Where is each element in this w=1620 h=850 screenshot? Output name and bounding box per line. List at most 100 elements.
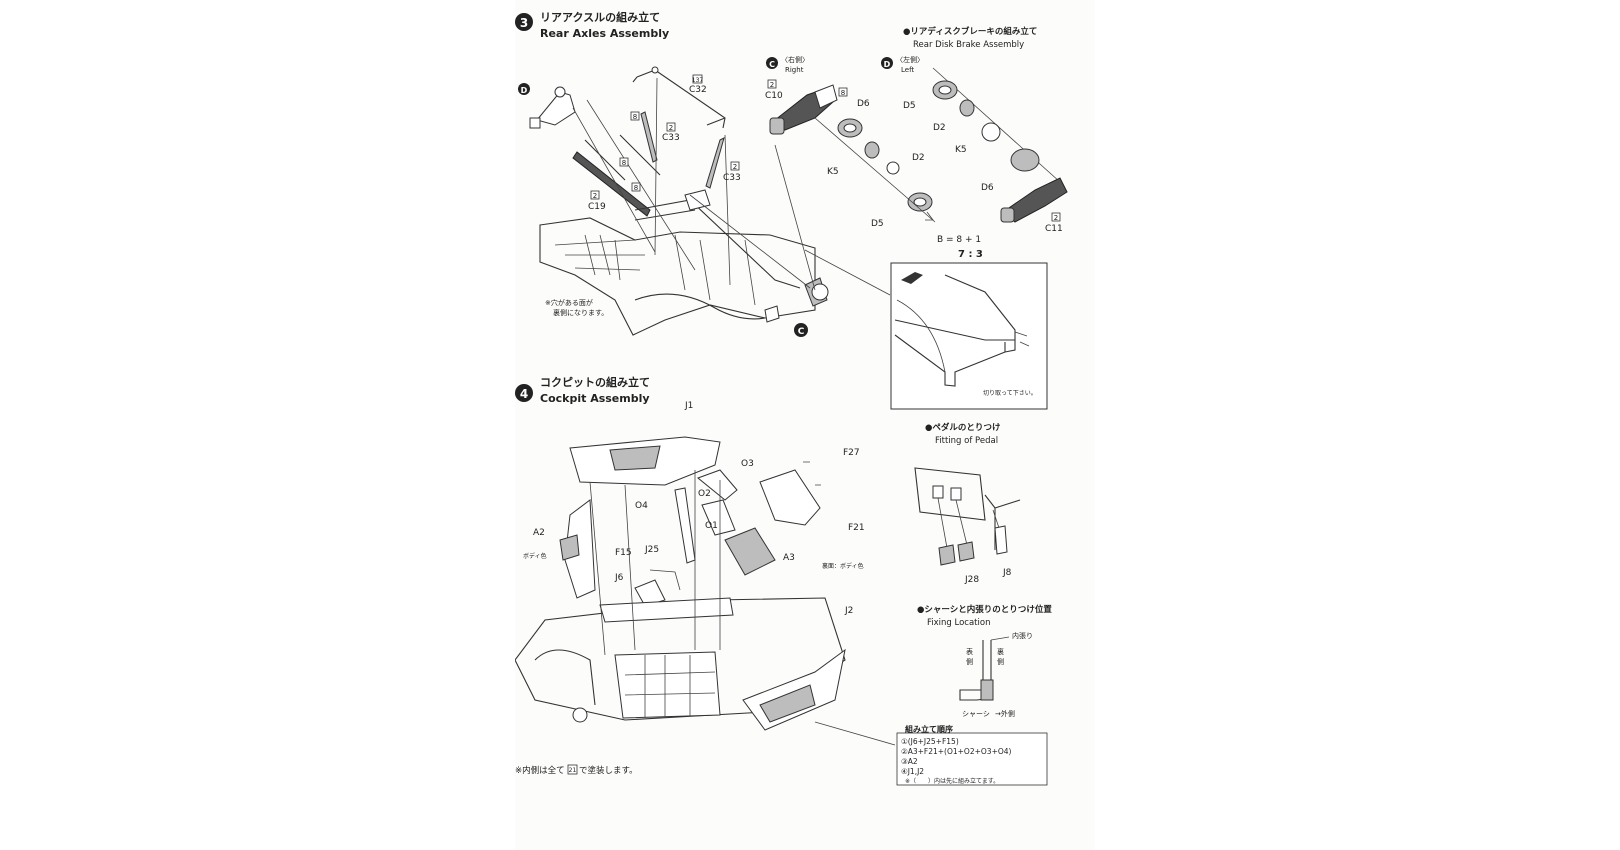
o1-label: O1 bbox=[705, 521, 718, 531]
step3-header: 3 リアアクスルの組み立て Rear Axles Assembly bbox=[515, 10, 669, 40]
cut-note: 切り取って下さい。 bbox=[983, 390, 1037, 397]
rd-c-marker: C bbox=[769, 60, 775, 69]
outside-label: →外側 bbox=[995, 709, 1015, 718]
k5-right-label: K5 bbox=[827, 167, 839, 177]
c33-a-label: C33 bbox=[662, 133, 680, 143]
d2-right-label: D2 bbox=[912, 153, 925, 163]
j8-label: J8 bbox=[1002, 568, 1012, 578]
step3-title-en: Rear Axles Assembly bbox=[540, 27, 669, 40]
rear-axle-drawing bbox=[529, 66, 891, 336]
c10-qty: 2 bbox=[770, 81, 774, 89]
rear-disk-title-jp: ●リアディスクブレーキの組み立て bbox=[903, 26, 1037, 37]
c33-a-qty: 2 bbox=[669, 124, 673, 132]
rear-disk-labels: C 〈右側〉 Right D 〈左側〉 Left 2 C10 8 D6 D2 K… bbox=[765, 55, 1063, 260]
left-side-en: Left bbox=[901, 66, 914, 74]
step4-number-badge bbox=[515, 384, 533, 402]
order-item-4: ④J1,J2 bbox=[901, 767, 924, 776]
c-marker: C bbox=[798, 327, 805, 337]
cockpit-drawing bbox=[515, 436, 896, 746]
interior-note-end: で塗装します。 bbox=[579, 765, 638, 776]
order-footnote: ※（ ）内は先に組み立てます。 bbox=[905, 777, 999, 785]
a2-label: A2 bbox=[533, 528, 545, 538]
instruction-diagram: 3 リアアクスルの組み立て Rear Axles Assembly bbox=[515, 10, 1068, 786]
pedal-section: ●ペダルのとりつけ Fitting of Pedal J28 J8 bbox=[914, 422, 1021, 585]
step4-labels: J1 F27 O3 O2 O4 O1 F21 A2 A3 F15 J25 J6 … bbox=[515, 401, 865, 776]
rd-paint-8: 8 bbox=[841, 89, 845, 97]
chassis-label: シャーシ bbox=[962, 710, 990, 718]
paint-8-c: 8 bbox=[633, 113, 637, 121]
step4-title-jp: コクピットの組み立て bbox=[540, 375, 650, 389]
front-side-1: 表 bbox=[966, 647, 973, 656]
back-side-1: 裏 bbox=[997, 647, 1004, 656]
c33-b-label: C33 bbox=[723, 173, 741, 183]
paint-8-a: 8 bbox=[622, 159, 626, 167]
d2-left-label: D2 bbox=[933, 123, 946, 133]
step4-number: 4 bbox=[520, 387, 528, 401]
inner-panel-label: 内張り bbox=[1012, 631, 1033, 640]
right-side-jp: 〈右側〉 bbox=[781, 55, 809, 64]
d-marker: D bbox=[521, 86, 528, 95]
rd-d-marker-badge bbox=[881, 57, 893, 69]
step4-header: 4 コクピットの組み立て Cockpit Assembly bbox=[515, 375, 650, 405]
d5-left-label: D5 bbox=[903, 101, 916, 111]
hole-note-line2: 裏側になります。 bbox=[553, 308, 608, 317]
c10-label: C10 bbox=[765, 91, 783, 101]
pedal-title-jp: ●ペダルのとりつけ bbox=[925, 422, 1001, 433]
back-side-2: 側 bbox=[997, 657, 1004, 666]
c33-b-qty: 2 bbox=[733, 163, 737, 171]
a3-body-color: 裏面：ボディ色 bbox=[822, 562, 864, 570]
d5-right-label: D5 bbox=[871, 219, 884, 229]
d-marker-badge bbox=[518, 83, 530, 95]
f15-label: F15 bbox=[615, 548, 632, 558]
fixing-section: ●シャーシと内張りのとりつけ位置 Fixing Location 内張り 表 側… bbox=[917, 604, 1052, 718]
fixing-title-jp: ●シャーシと内張りのとりつけ位置 bbox=[917, 604, 1052, 615]
step4-title-en: Cockpit Assembly bbox=[540, 392, 650, 405]
mix-ratio: 7 : 3 bbox=[958, 249, 983, 260]
k5-left-label: K5 bbox=[955, 145, 967, 155]
rear-disk-drawing bbox=[769, 67, 1068, 223]
pedal-title-en: Fitting of Pedal bbox=[935, 436, 998, 446]
order-box: 組み立て順序 ①(J6+J25+F15) ②A3+F21+(O1+O2+O3+O… bbox=[896, 724, 1048, 786]
c-marker-badge bbox=[794, 323, 808, 337]
j28-label: J28 bbox=[964, 575, 979, 585]
rear-disk-header: ●リアディスクブレーキの組み立て Rear Disk Brake Assembl… bbox=[903, 26, 1037, 50]
step3-title-jp: リアアクスルの組み立て bbox=[540, 10, 660, 24]
c32-paint-code: 137 bbox=[692, 77, 704, 84]
step3-labels: D 137 C32 2 C33 2 C33 2 C19 8 8 8 C ※穴があ… bbox=[518, 74, 808, 337]
order-item-2: ②A3+F21+(O1+O2+O3+O4) bbox=[901, 747, 1012, 756]
order-frame bbox=[896, 732, 1048, 786]
interior-note: ※内側は全て bbox=[515, 765, 565, 776]
c32-label: C32 bbox=[689, 85, 707, 95]
instruction-page: 3 リアアクスルの組み立て Rear Axles Assembly bbox=[515, 0, 1095, 850]
rd-d-marker: D bbox=[884, 60, 891, 69]
o4-label: O4 bbox=[635, 501, 648, 511]
d6-right-label: D6 bbox=[857, 99, 870, 109]
order-item-1: ①(J6+J25+F15) bbox=[901, 737, 959, 746]
step3-number-badge bbox=[515, 13, 533, 31]
mix-formula: B = 8 + 1 bbox=[937, 235, 981, 245]
c19-qty: 2 bbox=[593, 192, 597, 200]
fixing-title-en: Fixing Location bbox=[927, 618, 990, 628]
a2-body-color: ボディ色 bbox=[523, 552, 547, 560]
o2-label: O2 bbox=[698, 489, 711, 499]
left-side-jp: 〈左側〉 bbox=[896, 55, 924, 64]
interior-paint-code: 21 bbox=[569, 767, 577, 774]
c19-label: C19 bbox=[588, 202, 606, 212]
f27-label: F27 bbox=[843, 448, 860, 458]
c11-qty: 2 bbox=[1054, 214, 1058, 222]
j6-label: J6 bbox=[614, 573, 624, 583]
j25-label: J25 bbox=[644, 545, 659, 555]
hole-note-line1: ※穴がある面が bbox=[545, 298, 593, 307]
order-title: 組み立て順序 bbox=[905, 724, 953, 734]
step3-number: 3 bbox=[520, 16, 528, 30]
o3-label: O3 bbox=[741, 459, 754, 469]
cut-inset: 切り取って下さい。 bbox=[890, 262, 1048, 410]
rear-disk-title-en: Rear Disk Brake Assembly bbox=[913, 40, 1024, 50]
rd-c-marker-badge bbox=[766, 57, 778, 69]
cut-icon bbox=[901, 272, 923, 284]
front-side-2: 側 bbox=[966, 657, 973, 666]
paint-8-b: 8 bbox=[634, 184, 638, 192]
right-side-en: Right bbox=[785, 66, 804, 74]
a3-label: A3 bbox=[783, 553, 795, 563]
c11-label: C11 bbox=[1045, 224, 1063, 234]
